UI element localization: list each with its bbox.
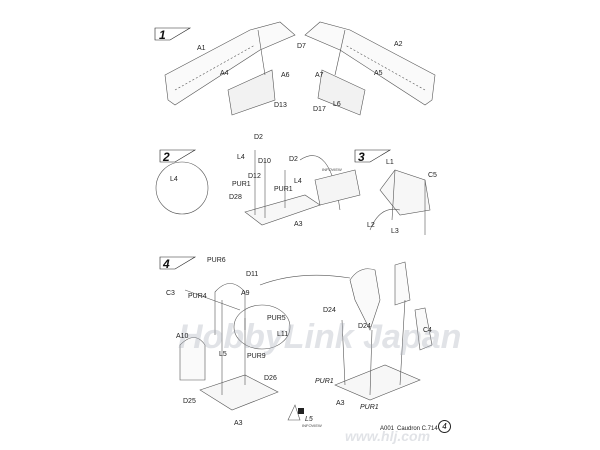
part-label: D7 — [297, 43, 306, 50]
watermark-brand: HobbyLink Japan — [178, 318, 462, 356]
part-label: L4 — [237, 154, 245, 161]
part-label: PUR1 — [274, 186, 293, 193]
part-label: PUR4 — [188, 293, 207, 300]
cockpit-assembly-left — [179, 283, 291, 411]
part-label: D12 — [248, 173, 261, 180]
part-label: L5 — [219, 351, 227, 358]
page-number: 4 — [438, 420, 451, 433]
part-label: A7 — [315, 72, 324, 79]
part-label: C5 — [428, 172, 437, 179]
part-label: PUR9 — [247, 353, 266, 360]
footer-title: Caudron C.714 — [397, 426, 438, 432]
step-banner-1 — [154, 27, 192, 41]
seat-step3 — [369, 169, 431, 235]
step-number-3: 3 — [358, 150, 365, 164]
part-label: PUR5 — [267, 315, 286, 322]
part-label: L4 — [294, 178, 302, 185]
footer-code: A001 — [380, 426, 395, 432]
part-label: C3 — [166, 290, 175, 297]
part-label: L1 — [386, 159, 394, 166]
step-number-2: 2 — [163, 150, 170, 164]
step-banner-4 — [159, 256, 197, 270]
step-banner-3 — [354, 149, 392, 163]
part-label: PUR1 — [360, 404, 379, 411]
infoview-part-label: L5 — [305, 416, 313, 423]
part-label: A3 — [294, 221, 303, 228]
part-label: A6 — [281, 72, 290, 79]
cockpit-assembly-right — [259, 261, 433, 401]
part-label: D26 — [264, 375, 277, 382]
part-label: D24 — [323, 307, 336, 314]
part-label: L6 — [333, 101, 341, 108]
step-number-1: 1 — [159, 28, 166, 42]
fuselage-right-half — [304, 21, 436, 116]
part-label: D17 — [313, 106, 326, 113]
infoview-caption: INFOVIEW — [302, 423, 322, 428]
part-label: PUR1 — [232, 181, 251, 188]
step-banner-2 — [159, 149, 197, 163]
part-label: A9 — [241, 290, 250, 297]
part-label: L4 — [170, 176, 178, 183]
part-label: C4 — [423, 327, 432, 334]
part-label: D2 — [289, 156, 298, 163]
part-label: PUR1 — [315, 378, 334, 385]
watermark-url: www.hlj.com — [345, 428, 431, 444]
part-label: A3 — [234, 420, 243, 427]
part-label: A3 — [336, 400, 345, 407]
infoview-l5 — [287, 404, 304, 421]
part-label: D10 — [258, 158, 271, 165]
infoview-caption: INFOVIEW — [322, 167, 342, 172]
part-label: A10 — [176, 333, 189, 340]
step-number-4: 4 — [163, 257, 170, 271]
part-label: L3 — [391, 228, 399, 235]
part-label: A5 — [374, 70, 383, 77]
part-label: D25 — [183, 398, 196, 405]
cockpit-floor-step2 — [155, 150, 361, 226]
part-label: L11 — [277, 331, 289, 338]
part-label: A1 — [197, 45, 206, 52]
part-label: D2 — [254, 134, 263, 141]
part-label: D13 — [274, 102, 287, 109]
fuselage-left-half — [164, 21, 296, 116]
part-label: A4 — [220, 70, 229, 77]
part-label: A2 — [394, 41, 403, 48]
part-label: D28 — [229, 194, 242, 201]
part-label: D24 — [358, 323, 371, 330]
part-label: L2 — [367, 222, 375, 229]
part-label: D11 — [246, 271, 259, 278]
part-label: PUR6 — [207, 257, 226, 264]
